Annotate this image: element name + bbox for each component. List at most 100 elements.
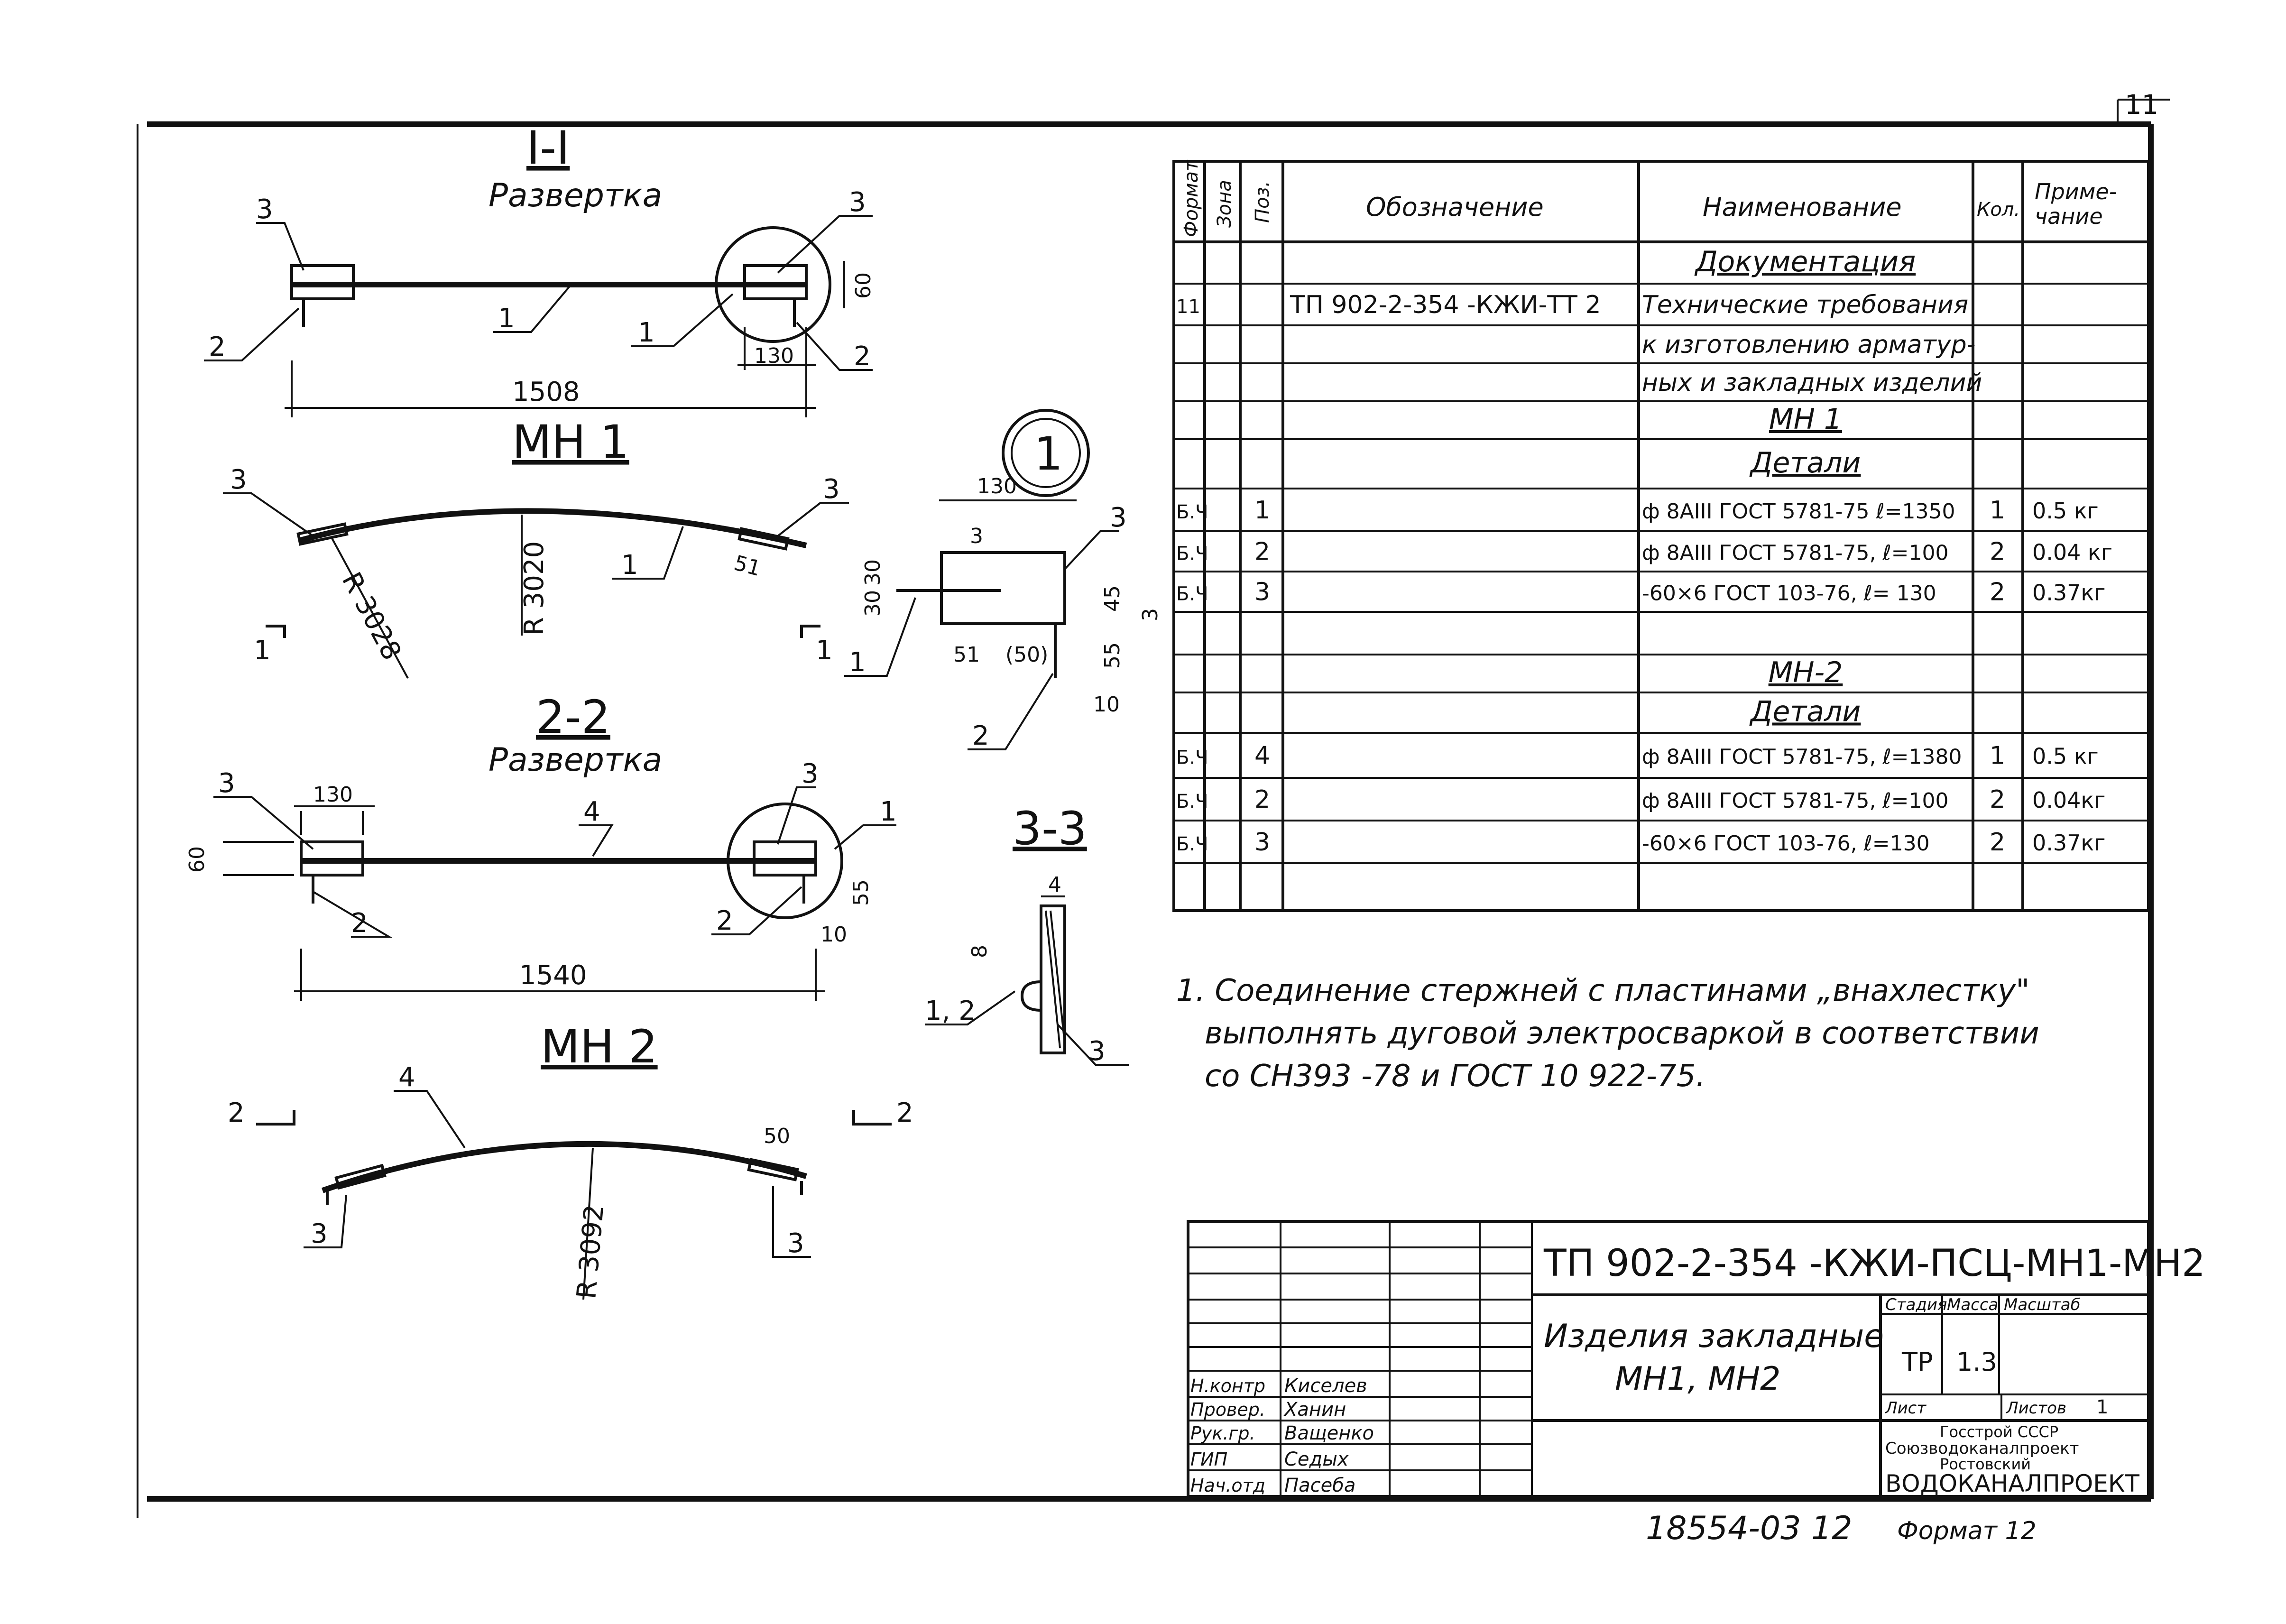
section-1-1: I-I Развертка 1508 130 60 3 3 1 1 2 2 (204, 121, 876, 417)
s3-dim-4: 4 (1048, 873, 1061, 897)
spec-heading: Детали (1749, 446, 1861, 480)
d1-dim-51: 51 (953, 643, 980, 667)
tb-role: ГИП (1190, 1449, 1227, 1470)
mn1-cut-right: 1 (816, 635, 833, 666)
detail-1: 1 130 3 30 30 45 55 3 51 (50) 10 3 1 2 (844, 409, 1162, 751)
section-1-title: I-I (526, 121, 570, 175)
s2-leader-1: 1 (880, 796, 897, 827)
section-2-title: 2-2 (536, 691, 610, 744)
spec-heading: МН-2 (1769, 656, 1843, 689)
mn2-leader-3a: 3 (311, 1218, 328, 1249)
d1-dim-50: (50) (1005, 643, 1048, 667)
dim-55-s2: 55 (849, 879, 873, 906)
tb-title-1: Изделия закладные (1544, 1318, 1884, 1355)
tb-sheets: 1 (2096, 1396, 2108, 1418)
header-name: Наименование (1703, 192, 1902, 222)
dim-60-s1: 60 (851, 272, 876, 299)
d1-leader-1: 1 (849, 647, 866, 678)
tb-title-2: МН1, МН2 (1615, 1360, 1780, 1398)
spec-pos: 2 (1254, 538, 1270, 566)
dim-130-s1: 130 (754, 344, 794, 368)
d1-dim-10: 10 (1093, 692, 1120, 717)
spec-designation: ТП 902-2-354 -КЖИ-ТТ 2 (1290, 291, 1601, 319)
s2-leader-3a: 3 (218, 768, 235, 799)
mn2-cut-right: 2 (896, 1098, 913, 1128)
spec-pos: 3 (1254, 828, 1270, 857)
mn2-view: МН 2 R 3092 50 4 3 3 2 2 (228, 1020, 913, 1300)
d1-leader-3: 3 (1110, 502, 1127, 533)
tb-org-3: Ростовский (1940, 1455, 2031, 1473)
spec-name: Технические требования (1642, 291, 1968, 319)
header-note: Приме-чание (2035, 179, 2117, 229)
spec-pos: 4 (1254, 742, 1270, 770)
tb-sheets-label: Листов (2005, 1399, 2066, 1418)
tb-code: ТП 902-2-354 -КЖИ-ПСЦ-МН1-МН2 (1543, 1242, 2205, 1285)
mn2-dim-50: 50 (764, 1124, 790, 1148)
spec-qty: 2 (1990, 578, 2005, 607)
d1-leader-2: 2 (972, 720, 989, 751)
spec-name: ф 8АIII ГОСТ 5781-75, ℓ=100 (1642, 541, 1949, 565)
tb-stage-label: Стадия (1885, 1295, 1947, 1314)
spec-format: Б.Ч (1176, 583, 1208, 605)
s1-leader-3a: 3 (256, 194, 273, 225)
s1-leader-3b: 3 (849, 187, 866, 218)
s2-leader-4: 4 (583, 796, 600, 827)
spec-format: Б.Ч (1176, 833, 1208, 855)
d1-dim-30a: 30 (861, 559, 885, 586)
tb-name: Пасеба (1284, 1475, 1355, 1496)
section-2-2: 2-2 Развертка 130 60 55 10 1540 3 4 3 1 … (185, 691, 897, 1001)
footer-inventory: 18554-03 12 (1646, 1510, 1853, 1547)
tb-role: Н.контр (1190, 1375, 1265, 1396)
spec-name: -60×6 ГОСТ 103-76, ℓ= 130 (1642, 581, 1936, 606)
s1-leader-2a: 2 (209, 332, 226, 362)
tb-name: Ващенко (1284, 1422, 1374, 1444)
spec-format: Б.Ч (1176, 791, 1208, 812)
mn1-r3020: R 3020 (519, 541, 550, 636)
spec-heading: Документация (1694, 245, 1916, 278)
mn2-leader-3b: 3 (787, 1228, 804, 1259)
tb-org-4: ВОДОКАНАЛПРОЕКТ (1885, 1470, 2139, 1497)
d1-dim-55: 55 (1100, 642, 1125, 669)
tb-name: Ханин (1283, 1399, 1346, 1421)
dim-60-s2: 60 (185, 846, 209, 873)
section-1-subtitle: Развертка (489, 177, 662, 214)
sheet-frame: 11 (137, 90, 2170, 1518)
section-3-title: 3-3 (1013, 802, 1087, 855)
mn1-leader-1: 1 (621, 550, 638, 581)
spec-name: ных и закладных изделий (1642, 369, 1982, 397)
spec-note: 0.37кг (2032, 580, 2105, 606)
dim-1540: 1540 (519, 960, 587, 991)
s2-leader-2b: 2 (716, 905, 733, 936)
section-2-subtitle: Развертка (489, 741, 662, 779)
d1-dim-3: 3 (1138, 608, 1162, 621)
spec-format: 11 (1176, 296, 1200, 318)
mn1-title: МН 1 (512, 415, 629, 469)
dim-10-s2: 10 (820, 923, 847, 947)
spec-table: Формат Зона Поз. Обозначение Наименовани… (1172, 159, 2150, 912)
spec-note: 0.37кг (2032, 830, 2105, 856)
tb-org-1: Госстрой СССР (1940, 1423, 2058, 1441)
header-zone: Зона (1214, 180, 1235, 228)
spec-name: к изготовлению арматур- (1642, 331, 1975, 359)
d1-dim-130: 130 (977, 474, 1017, 498)
s3-leader-3: 3 (1088, 1036, 1106, 1067)
note-line-3: со СН393 -78 и ГОСТ 10 922-75. (1205, 1059, 1705, 1094)
spec-heading: Детали (1749, 695, 1861, 729)
header-pos: Поз. (1252, 181, 1273, 223)
spec-name: ф 8АIII ГОСТ 5781-75 ℓ=1350 (1642, 499, 1955, 524)
spec-pos: 1 (1254, 496, 1270, 525)
dim-1508: 1508 (512, 377, 580, 407)
spec-qty: 1 (1990, 742, 2005, 770)
detail-1-title: 1 (1034, 427, 1063, 480)
footer-format: Формат 12 (1897, 1517, 2037, 1545)
header-format: Формат (1180, 159, 1202, 237)
d1-cut-3: 3 (970, 524, 983, 548)
s2-leader-2a: 2 (351, 908, 368, 939)
note-line-1: 1. Соединение стержней с пластинами „вна… (1176, 973, 2030, 1008)
mn1-dim-51: 51 (731, 551, 763, 581)
spec-note: 0.5 кг (2032, 498, 2099, 524)
s1-leader-1a: 1 (498, 303, 515, 334)
mn1-cut-left: 1 (254, 635, 271, 666)
general-notes: 1. Соединение стержней с пластинами „вна… (1176, 973, 2039, 1094)
